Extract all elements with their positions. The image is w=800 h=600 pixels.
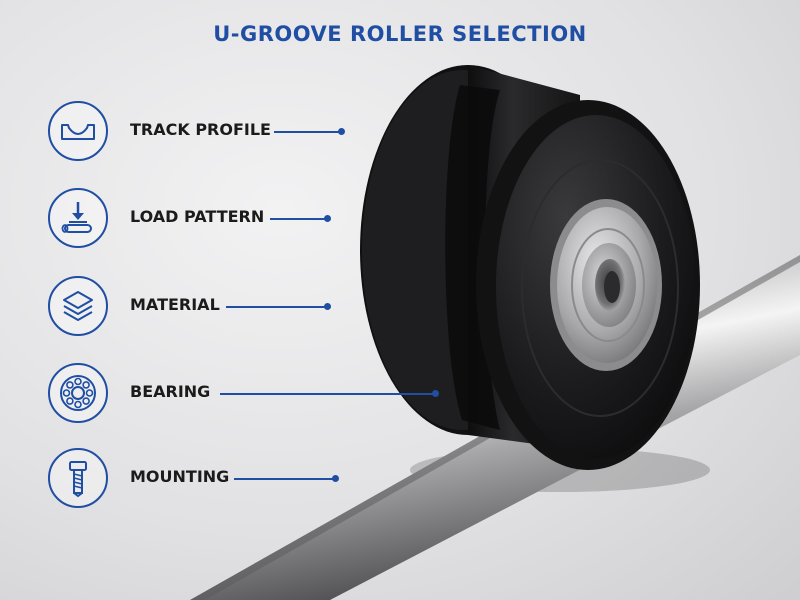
callout-label: TRACK PROFILE xyxy=(130,120,271,139)
leader-line xyxy=(274,131,340,133)
leader-line xyxy=(234,478,334,480)
bearing-icon-badge xyxy=(48,363,108,423)
callout-label: BEARING xyxy=(130,382,211,401)
track-profile-icon-badge xyxy=(48,101,108,161)
callout-label: LOAD PATTERN xyxy=(130,207,265,226)
material-icon-badge xyxy=(48,276,108,336)
leader-line xyxy=(220,393,434,395)
leader-line xyxy=(226,306,326,308)
load-arrow-icon xyxy=(61,202,92,233)
leader-dot xyxy=(432,390,439,397)
mounting-icon-badge xyxy=(48,448,108,508)
leader-dot xyxy=(332,475,339,482)
page-title: U-GROOVE ROLLER SELECTION xyxy=(213,22,587,46)
leader-dot xyxy=(324,215,331,222)
callout-label: MOUNTING xyxy=(130,467,230,486)
layers-icon xyxy=(63,291,93,321)
load-pattern-icon-badge xyxy=(48,188,108,248)
callout-label: MATERIAL xyxy=(130,295,220,314)
ball-bearing-icon xyxy=(60,375,96,411)
u-groove-profile-icon xyxy=(61,124,95,140)
leader-line xyxy=(270,218,326,220)
leader-dot xyxy=(338,128,345,135)
leader-dot xyxy=(324,303,331,310)
bolt-icon xyxy=(69,461,87,498)
